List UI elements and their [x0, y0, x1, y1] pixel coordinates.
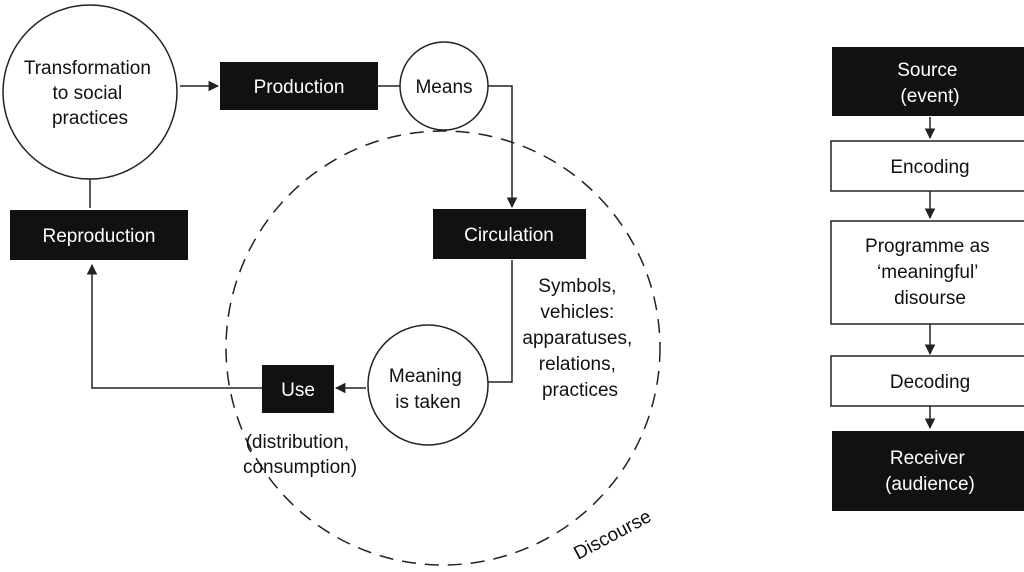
reproduction-label: Reproduction [42, 226, 155, 247]
circulation-label: Circulation [464, 225, 554, 246]
symbols-label: Symbols, vehicles: apparatuses, relation… [522, 276, 637, 401]
use-label: Use [281, 380, 315, 401]
distribution-label: (distribution, consumption) [243, 432, 357, 478]
means-circle [399, 41, 489, 131]
source-box [832, 47, 1024, 116]
production-label: Production [254, 77, 345, 98]
encoding-box [830, 140, 1024, 192]
decoding-label: Decoding [890, 372, 970, 393]
arrow-use-to-reproduction [86, 263, 262, 389]
transformation-circle [2, 4, 178, 180]
programme-label: Programme as ‘meaningful’ disourse [865, 236, 995, 309]
receiver-box [832, 431, 1024, 511]
source-label: Source (event) [897, 60, 962, 107]
discourse-label: Discourse [570, 506, 654, 564]
receiver-label: Receiver (audience) [885, 448, 975, 495]
transformation-label: Transformation to social practices [24, 58, 156, 129]
means-label: Means [415, 77, 472, 98]
arrow-means-to-circulation [488, 85, 518, 209]
production-box [220, 62, 378, 110]
circulation-box [433, 209, 586, 259]
meaning-circle [367, 324, 489, 446]
programme-box [830, 220, 1024, 325]
use-box [262, 365, 334, 413]
encoding-label: Encoding [890, 157, 969, 178]
decoding-box [830, 355, 1024, 407]
discourse-circle [225, 130, 661, 566]
reproduction-box [10, 210, 188, 260]
meaning-label: Meaning is taken [389, 366, 467, 413]
